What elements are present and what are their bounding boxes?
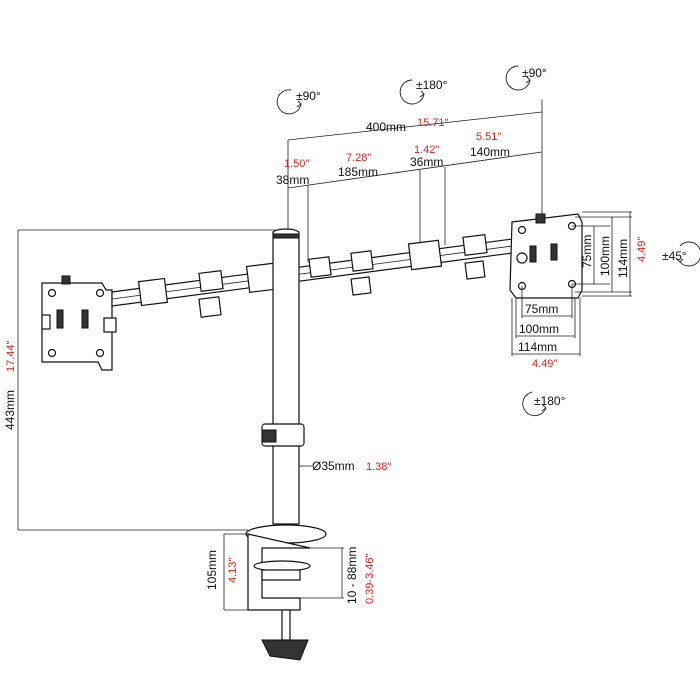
height-metric: 443mm (3, 390, 17, 430)
clamp-base-imperial: 4.13" (227, 558, 239, 583)
arm-total-metric: 400mm (366, 120, 406, 134)
pole-diameter-imperial: 1.38" (366, 461, 391, 473)
arm-total-dimension-line (287, 100, 543, 230)
vesa-imperial-h: 4.49" (532, 358, 557, 370)
vesa-h75: 75mm (525, 302, 558, 316)
desk-clamp (245, 524, 327, 661)
vesa-v114: 114mm (616, 239, 630, 278)
arm-beam (111, 234, 521, 318)
rotation-label-center-swivel: ±180° (416, 78, 448, 92)
pole (261, 228, 312, 525)
height-dimension-line (17, 229, 278, 531)
seg-a-metric: 38mm (276, 173, 309, 187)
rotation-icon-left-tilt (276, 89, 302, 115)
left-vesa-plate (41, 275, 117, 371)
seg-a-imperial: 1.50" (284, 158, 309, 170)
vesa-h114: 114mm (518, 340, 557, 354)
seg-b-imperial: 7.28" (346, 152, 371, 164)
vesa-vertical-dimensions (572, 211, 632, 297)
vesa-v100: 100mm (598, 236, 612, 276)
vesa-v75: 75mm (580, 235, 594, 268)
rotation-icon-center-swivel (399, 79, 425, 105)
height-imperial: 17.44" (5, 340, 17, 372)
pole-diameter-metric: Ø35mm (312, 459, 355, 473)
rotation-icon-side (676, 241, 700, 267)
rotation-label-side: ±45° (662, 249, 687, 263)
vesa-horizontal-dimensions (511, 284, 581, 356)
seg-c-metric: 36mm (410, 155, 443, 169)
clamp-dimension-lines (223, 533, 344, 611)
rotation-label-left-tilt: ±90° (296, 89, 321, 103)
clamp-range-metric: 10 - 88mm (345, 547, 359, 604)
clamp-base-metric: 105mm (205, 550, 219, 590)
seg-d-metric: 140mm (470, 145, 510, 159)
vesa-imperial-v: 4.49" (636, 237, 648, 262)
vesa-h100: 100mm (519, 322, 559, 336)
rotation-label-bottom-swivel: ±180° (534, 394, 566, 408)
rotation-icon-bottom-swivel (522, 391, 547, 417)
seg-d-imperial: 5.51" (476, 131, 501, 143)
clamp-range-imperial: 0.39-3.46" (364, 554, 376, 604)
seg-c-imperial: 1.42" (414, 144, 439, 156)
arm-segment-dimension-line (287, 151, 543, 262)
rotation-label-right-tilt: ±90° (522, 66, 547, 80)
arm-total-imperial: 15.71" (417, 117, 449, 129)
seg-b-metric: 185mm (338, 165, 378, 179)
rotation-icon-right-tilt (505, 65, 531, 91)
right-vesa-plate (509, 213, 583, 299)
